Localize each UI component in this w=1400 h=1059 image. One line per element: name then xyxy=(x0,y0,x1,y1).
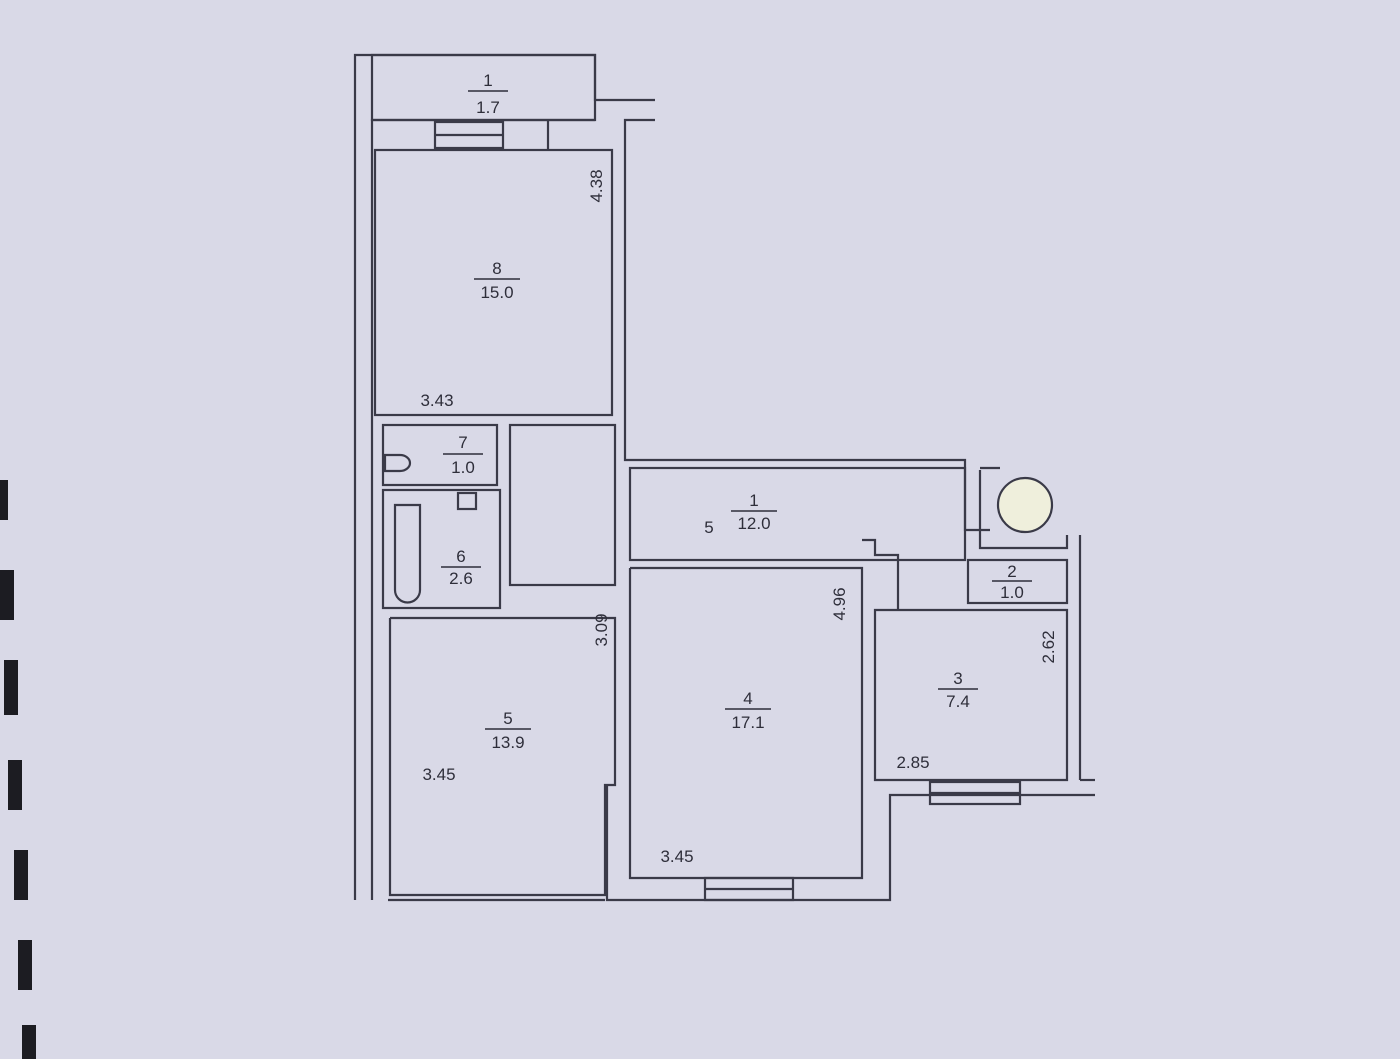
binder-holes xyxy=(0,480,36,1059)
room-label-7: 7 1.0 xyxy=(443,433,483,477)
svg-text:1.0: 1.0 xyxy=(1000,583,1024,602)
svg-text:12.0: 12.0 xyxy=(737,514,770,533)
room-label-4: 4 17.1 xyxy=(725,689,771,732)
room-label-5: 5 13.9 xyxy=(485,709,531,752)
dim-room8-width: 3.43 xyxy=(420,391,453,410)
dim-room3-width: 2.85 xyxy=(896,753,929,772)
dim-room5-height: 3.09 xyxy=(592,613,611,646)
shaft-circle-icon xyxy=(996,476,1054,534)
svg-text:7.4: 7.4 xyxy=(946,692,970,711)
svg-text:2: 2 xyxy=(1007,562,1016,581)
dim-room5-width: 3.45 xyxy=(422,765,455,784)
svg-text:1.7: 1.7 xyxy=(476,98,500,117)
room-label-2: 2 1.0 xyxy=(992,562,1032,602)
walls xyxy=(353,53,1095,902)
svg-text:2.6: 2.6 xyxy=(449,569,473,588)
svg-text:1: 1 xyxy=(749,491,758,510)
svg-text:13.9: 13.9 xyxy=(491,733,524,752)
stray-mark: 5 xyxy=(704,518,713,537)
room-label-3: 3 7.4 xyxy=(938,669,978,711)
toilet-icon xyxy=(383,453,412,473)
sink-icon xyxy=(456,491,478,511)
svg-text:7: 7 xyxy=(458,433,467,452)
room-label-1: 1 12.0 xyxy=(731,491,777,533)
dim-room4-height: 4.96 xyxy=(830,587,849,620)
bathtub-icon xyxy=(393,503,422,604)
svg-text:4: 4 xyxy=(743,689,752,708)
svg-text:5: 5 xyxy=(503,709,512,728)
room-label-balcony: 1 1.7 xyxy=(468,71,508,117)
room-label-6: 6 2.6 xyxy=(441,547,481,588)
svg-text:1.0: 1.0 xyxy=(451,458,475,477)
svg-text:15.0: 15.0 xyxy=(480,283,513,302)
svg-text:17.1: 17.1 xyxy=(731,713,764,732)
svg-text:8: 8 xyxy=(492,259,501,278)
dim-room3-height: 2.62 xyxy=(1039,630,1058,663)
svg-text:3: 3 xyxy=(953,669,962,688)
svg-text:6: 6 xyxy=(456,547,465,566)
svg-text:1: 1 xyxy=(483,71,492,90)
room-label-8: 8 15.0 xyxy=(474,259,520,302)
dim-room8-height: 4.38 xyxy=(587,169,606,202)
dim-room4-width: 3.45 xyxy=(660,847,693,866)
